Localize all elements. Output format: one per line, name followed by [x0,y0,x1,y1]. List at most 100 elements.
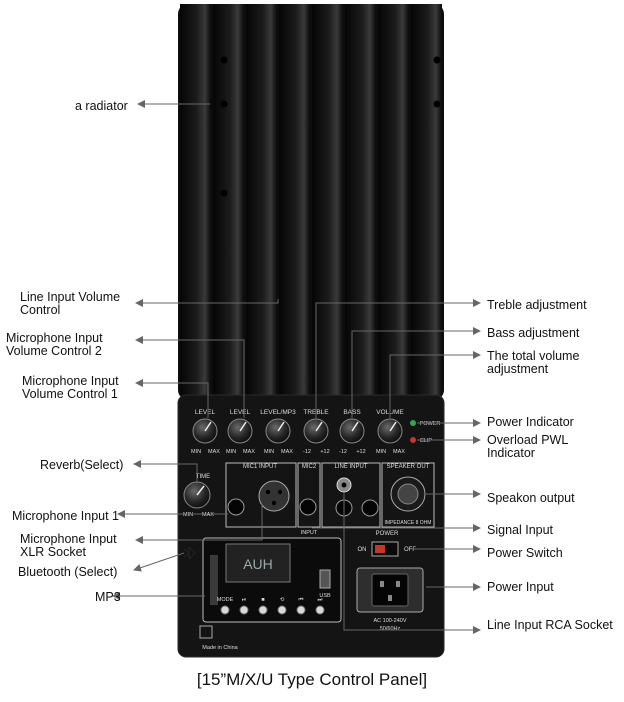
leader-bass [351,327,481,418]
power-on-label: ON [358,547,367,553]
speaker-section-box [381,462,435,528]
callout-mic-xlr: Microphone Input XLR Socket [20,532,117,559]
callout-treble: Treble adjustment [487,298,587,312]
xlr-pin [265,489,271,495]
mounting-hole [433,56,441,64]
heatsink-fin [246,4,277,396]
knob-pointer [239,421,247,432]
leader-mic-xlr [135,504,263,544]
mp3-button [296,605,306,615]
knob-pointer [351,421,359,432]
knob-max-label: MAX [243,449,255,455]
leader-treble [315,299,481,418]
leader-mic-volume-2 [135,336,245,418]
mp3-button [315,605,325,615]
knob-max-label: +12 [320,449,329,455]
callout-mic-volume-1: Microphone Input Volume Control 1 [22,374,119,401]
mounting-hole [220,56,228,64]
callout-power-indicator: Power Indicator [487,415,574,429]
mp3-button-label: ⏮ [299,597,304,603]
mic1-jack [227,498,245,516]
mp3-display-text: AUH [243,556,273,572]
callout-power-switch: Power Switch [487,546,563,560]
radiator-heatsink [178,4,444,400]
weee-icon [199,625,213,639]
mp3-button-label: ⏯ [242,597,246,603]
reverb-knob-label: TIME [196,474,210,480]
clip-led [410,437,416,443]
mp3-button-label: ⟲ [280,597,285,603]
usb-label: USB [319,593,331,599]
callout-mp3: MP3 [95,590,121,604]
figure-caption: [15”M/X/U Type Control Panel] [196,670,428,689]
heatsink-fin [345,4,376,396]
power-switch-rocker [375,545,385,553]
mp3-button-label: ■ [261,597,264,603]
knob-pointer [389,421,397,432]
callout-power-input: Power Input [487,580,554,594]
knob-label: LEVEL/MP3 [260,409,296,416]
power-led-label: POWER [420,421,441,427]
heatsink-fin [378,4,409,396]
callout-line-input-volume: Line Input Volume Control [20,290,121,317]
xlr-pin [277,489,283,495]
knob-max-label: MAX [281,449,293,455]
xlr-socket [258,480,290,512]
bluetooth-icon [183,546,196,560]
made-in-label: Made in China [202,645,238,651]
leader-line-input-volume [135,299,279,307]
speakon-inner [397,483,419,505]
knob-min-label: MIN [264,449,274,455]
mp3-button-label: MODE [217,597,234,603]
knob-pointer [204,421,212,432]
mounting-hole [433,100,441,108]
callout-reverb: Reverb(Select) [40,458,124,472]
mounting-hole [220,189,228,197]
speaker-out-label: SPEAKER OUT [387,464,430,470]
knob-min-label: MIN [376,449,386,455]
ac-pin [388,595,392,601]
leader-line-rca [343,492,481,634]
mp3-button [220,605,230,615]
knob-min-label: -12 [339,449,347,455]
heatsink-fin [312,4,343,396]
mp3-button [277,605,287,615]
mp3-button [239,605,249,615]
mp3-display [225,543,291,583]
knob-max-label: MAX [208,449,220,455]
ac-pin [380,581,384,587]
mic2-label: MIC2 [302,464,317,470]
knob-max-label: +12 [356,449,365,455]
callout-mic-volume-2: Microphone Input Volume Control 2 [6,331,103,358]
reverb-max-label: MAX [202,512,214,518]
knob-label: LEVEL [230,409,251,416]
input-label: INPUT [301,530,318,536]
knob-pointer [315,421,323,432]
callout-mic-input-1: Microphone Input 1 [12,509,120,523]
line-input-section-box [321,462,381,528]
leader-mic-volume-1 [135,379,209,418]
callout-signal-input: Signal Input [487,523,554,537]
mounting-hole [220,100,228,108]
knob-min-label: -12 [303,449,311,455]
callout-bluetooth: Bluetooth (Select) [18,565,118,579]
leader-reverb [133,460,198,482]
callout-speakon: Speakon output [487,491,575,505]
mic2-jack [299,498,317,516]
mic1-label: MIC1 INPUT [243,464,277,470]
mp3-button [258,605,268,615]
knob-min-label: MIN [226,449,236,455]
reverb-min-label: MIN [183,512,193,518]
leader-total-volume [389,351,481,418]
callout-overload: Overload PWL Indicator [487,433,569,460]
knob-max-label: MAX [393,449,405,455]
power-led [410,420,416,426]
knob-min-label: MIN [191,449,201,455]
ac-rating-1: AC 100-240V [373,618,406,624]
clip-led-label: CLIP [420,438,433,444]
heatsink-fin [180,4,211,396]
ac-inlet-socket [371,573,409,607]
callout-bass: Bass adjustment [487,326,580,340]
